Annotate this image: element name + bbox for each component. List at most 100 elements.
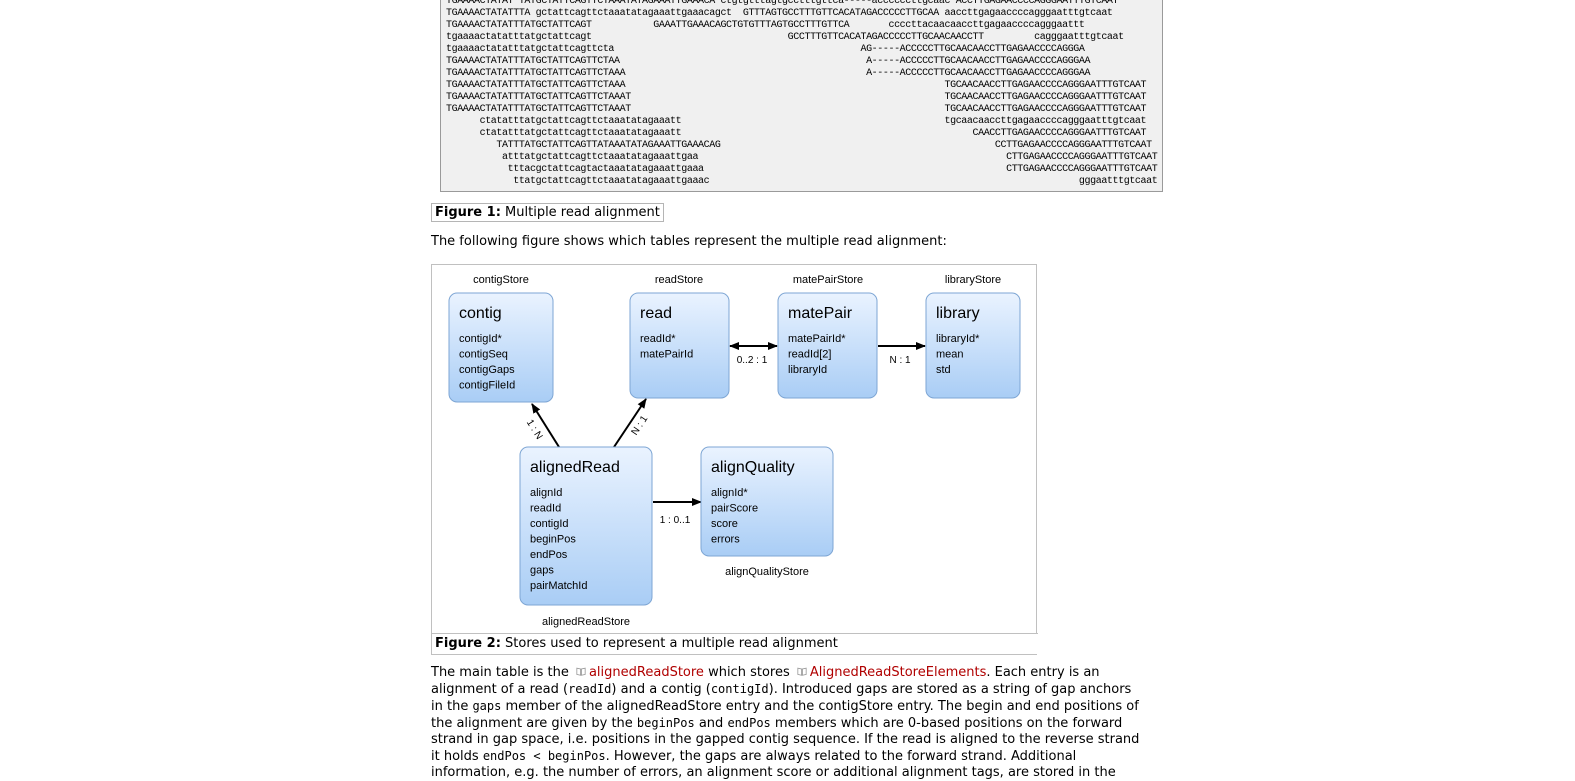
- store-label: alignQualityStore: [725, 566, 809, 578]
- code-endpos: endPos: [727, 716, 771, 730]
- alignment-row: TGAAAACTATATTTATGCTATTCAGTTCTAAAT TGCAAC…: [446, 104, 1147, 115]
- text-run: which stores: [703, 665, 794, 680]
- entity-field: matePairId*: [788, 333, 846, 345]
- entity-field: libraryId: [788, 364, 827, 376]
- text-run: . Each entry is an: [986, 665, 1100, 680]
- paragraph-line: The main table is the alignedReadStore w…: [431, 665, 1171, 681]
- alignment-listing: TGAAAACTATAT TATGCTATTCAGTTCTAAATATAGAAA…: [440, 0, 1163, 192]
- entity-field: contigGaps: [459, 364, 515, 376]
- entity-box: [448, 292, 554, 403]
- alignment-row: TGAAAACTATATTTATGCTATTCAGTTCTAAA A-----A…: [446, 68, 1091, 79]
- entity-matepair: matePairmatePairId*readId[2]libraryIdmat…: [777, 274, 878, 399]
- alignment-row: atttatgctattcagttctaaatatagaaattgaa CTTG…: [446, 152, 1158, 163]
- text-run: member of the alignedReadStore entry and…: [501, 699, 1139, 714]
- figure2-caption: Figure 2: Stores used to represent a mul…: [432, 633, 1038, 654]
- alignment-row: TGAAAACTATATTTATGCTATTCAGTTCTAA A-----AC…: [446, 56, 1091, 67]
- entity-field: std: [936, 364, 951, 376]
- entity-field: gaps: [530, 565, 554, 577]
- text-run: alignment of a read (: [431, 682, 569, 697]
- paragraph-line: strand in gap space, i.e. positions in t…: [431, 732, 1140, 747]
- entity-title: library: [936, 305, 980, 322]
- entity-read: read readId* matePairId readStore: [629, 274, 730, 399]
- store-label: libraryStore: [945, 274, 1001, 286]
- figure1-label: Figure 1:: [435, 205, 501, 220]
- arrow-alignedread-contig: [531, 403, 560, 448]
- code-gaps: gaps: [472, 699, 502, 713]
- link-alignedreadstoreelements[interactable]: AlignedReadStoreElements: [809, 665, 987, 680]
- entity-box: [629, 292, 730, 399]
- entity-box: [519, 446, 653, 606]
- store-label: contigStore: [473, 274, 529, 286]
- store-label: alignedReadStore: [542, 616, 630, 628]
- alignment-row: tttacgctattcagtactaaatatagaaattgaaa CTTG…: [446, 164, 1158, 175]
- entity-field: matePairId: [640, 349, 693, 361]
- entity-field: libraryId*: [936, 333, 980, 345]
- entity-title: read: [640, 305, 672, 322]
- alignment-row: tgaaaactatatttatgctattcagt GCCTTTGTTCACA…: [446, 32, 1124, 43]
- text-run: ) and a contig (: [611, 682, 711, 697]
- text-run: ). Introduced gaps are stored as a strin…: [768, 682, 1132, 697]
- entity-field: pairMatchId: [530, 580, 587, 592]
- entity-field: alignId: [530, 487, 562, 499]
- paragraph-line: the alignment are given by the beginPos …: [431, 715, 1171, 732]
- entity-title: alignQuality: [711, 459, 795, 476]
- entity-field: readId*: [640, 333, 676, 345]
- entity-box: [925, 292, 1021, 399]
- store-label: readStore: [655, 274, 703, 286]
- entity-box: [777, 292, 878, 399]
- relation-label: N : 1: [629, 413, 650, 437]
- alignment-row: ctatatttatgctattcagttctaaatatagaaatt CAA…: [446, 128, 1147, 139]
- alignment-row: TGAAAACTATATTTATGCTATTCAGTTCTAAA TGCAACA…: [446, 80, 1147, 91]
- entity-title: alignedRead: [530, 459, 620, 476]
- text-run: The main table is the: [431, 665, 573, 680]
- entity-contig: contig contigId* contigSeq contigGaps contig…: [448, 274, 554, 403]
- entity-field: beginPos: [530, 534, 576, 546]
- text-run: and: [694, 716, 728, 731]
- relation-label: 1 : 0..1: [660, 515, 691, 526]
- entity-box: [700, 446, 834, 557]
- relation-arrows: [531, 342, 926, 506]
- entity-field: contigId: [530, 518, 569, 530]
- entity-field: contigId*: [459, 333, 503, 345]
- paragraph-line: information, e.g. the number of errors, …: [431, 765, 1116, 780]
- entity-field: score: [711, 518, 738, 530]
- book-icon: [576, 667, 586, 676]
- alignment-row: TGAAAACTATAT TATGCTATTCAGTTCTAAATATAGAAA…: [446, 0, 1119, 7]
- alignment-row: TGAAAACTATATTTATGCTATTCAGTTCTAAAT TGCAAC…: [446, 92, 1147, 103]
- relation-label: 1 : N: [524, 418, 545, 442]
- figure1-caption: Figure 1: Multiple read alignment: [431, 203, 664, 222]
- store-diagram: 0..2 : 1 N : 1 1 : N N : 1 1 : 0..1 cont…: [448, 274, 1021, 628]
- figure2-text: Stores used to represent a multiple read…: [500, 636, 838, 651]
- entity-field: readId: [530, 503, 561, 515]
- alignment-row: ttatgctattcagttctaaatatagaaattgaaac ggga…: [446, 176, 1158, 187]
- alignment-row: TGAAAACTATATTTA gctattcagttctaaatatagaaa…: [446, 8, 1113, 19]
- entity-alignquality: alignQualityalignId*pairScorescoreerrors…: [700, 446, 834, 578]
- entity-field: contigSeq: [459, 349, 508, 361]
- entity-title: contig: [459, 305, 502, 322]
- figure2: 0..2 : 1 N : 1 1 : N N : 1 1 : 0..1 cont…: [431, 264, 1038, 655]
- store-label: matePairStore: [793, 274, 863, 286]
- intro-paragraph: The following figure shows which tables …: [431, 234, 947, 249]
- alignment-row: TATTTATGCTATTCAGTTATAAATATAGAAATTGAAACAG…: [446, 140, 1152, 151]
- entity-alignedread: alignedRead alignId readId contigId beginPos…: [519, 446, 653, 628]
- entity-field: readId[2]: [788, 349, 831, 361]
- paragraph-line: it holds endPos < beginPos. However, the…: [431, 748, 1171, 765]
- entity-field: alignId*: [711, 487, 748, 499]
- book-icon: [797, 667, 807, 676]
- entity-field: endPos: [530, 549, 568, 561]
- text-run: in the: [431, 699, 473, 714]
- relation-label: N : 1: [889, 355, 911, 366]
- link-alignedreadstore[interactable]: alignedReadStore: [588, 665, 704, 680]
- alignment-row: tgaaaactatatttatgctattcagttcta AG-----AC…: [446, 44, 1085, 55]
- code-readid: readId: [568, 682, 612, 696]
- text-run: it holds: [431, 749, 483, 764]
- code-expression: endPos < beginPos: [482, 749, 606, 763]
- relation-label: 0..2 : 1: [737, 355, 768, 366]
- alignment-row: ctatatttatgctattcagttctaaatatagaaatt tgc…: [446, 116, 1147, 127]
- figure2-label: Figure 2:: [435, 636, 501, 651]
- arrow-alignedread-read: [613, 398, 647, 448]
- entity-field: contigFileId: [459, 380, 515, 392]
- text-run: the alignment are given by the: [431, 716, 637, 731]
- paragraph-line: in the gaps member of the alignedReadSto…: [431, 698, 1171, 715]
- body-paragraph: The main table is the alignedReadStore w…: [431, 665, 1171, 781]
